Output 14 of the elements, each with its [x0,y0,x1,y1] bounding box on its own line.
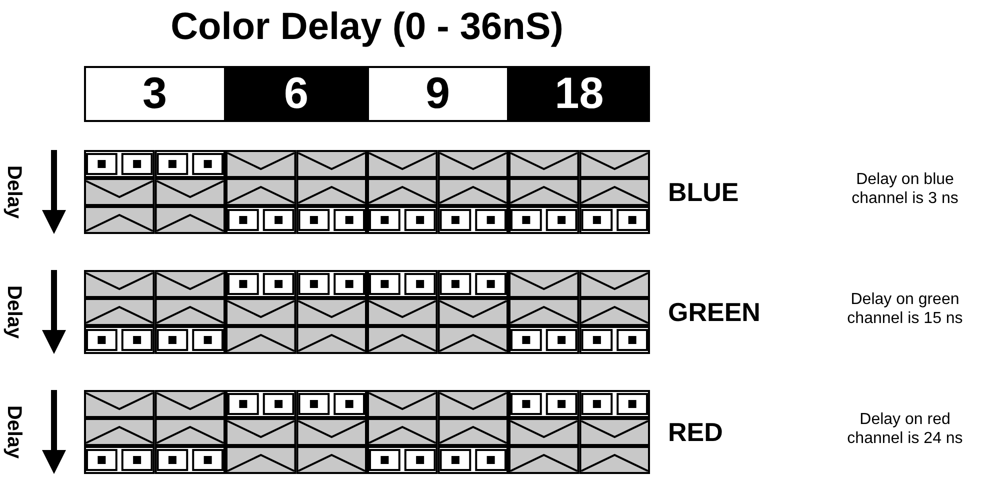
channel-label: BLUE [668,176,739,208]
axis-label: Delay [2,284,26,341]
axis-label: Delay [2,164,26,221]
delay-note: Delay on blue channel is 3 ns [850,170,960,208]
delay-note: Delay on red channel is 24 ns [846,410,964,448]
value-box: 6 [226,66,367,122]
channel-label: RED [668,416,723,448]
value-box: 9 [367,66,508,122]
value-box: 3 [84,66,226,122]
value-box: 18 [508,66,650,122]
delay-note: Delay on green channel is 15 ns [846,290,964,328]
diagram-title: Color Delay (0 - 36nS) [170,5,564,50]
axis-label: Delay [2,404,26,461]
channel-label: GREEN [668,296,760,328]
